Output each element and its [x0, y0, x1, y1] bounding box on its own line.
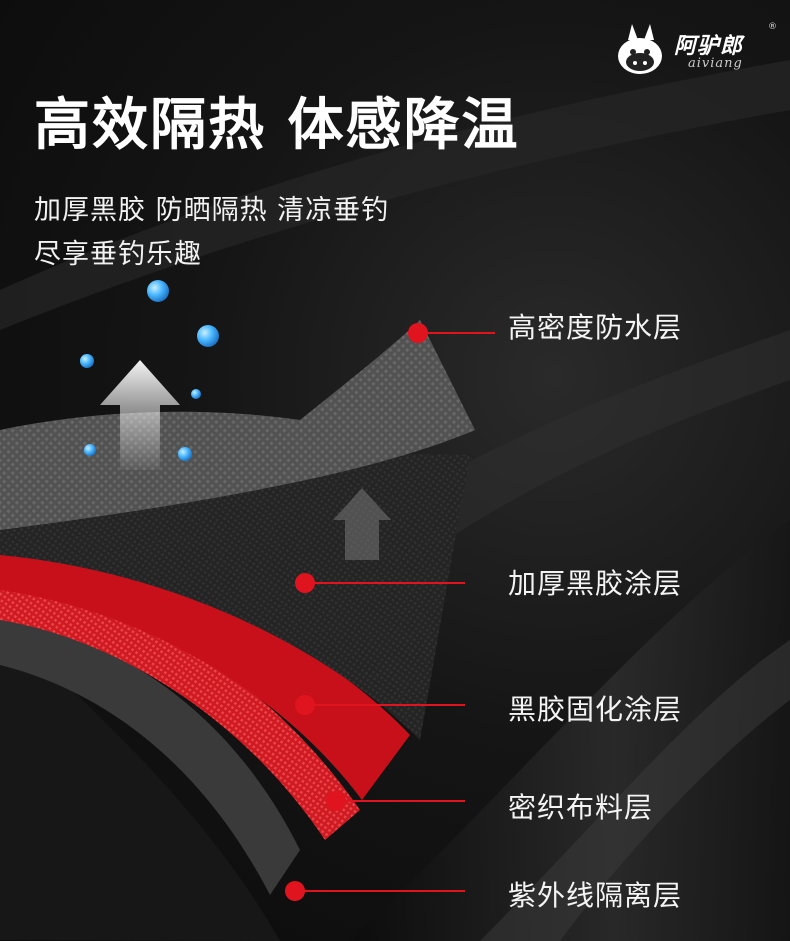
callout-thick-coating: [295, 573, 465, 593]
layer-label-waterproof: 高密度防水层: [508, 311, 683, 344]
callout-fabric: [326, 791, 465, 811]
layer-label-fabric: 密织布料层: [508, 791, 654, 824]
brand-name-cn: 阿驴郎: [674, 34, 744, 59]
donkey-mascot-icon: [618, 24, 662, 74]
brand-name-en: aiviang: [688, 56, 743, 71]
subtitle-line-1: 加厚黑胶 防晒隔热 清凉垂钓: [34, 195, 390, 226]
headline: 高效隔热 体感降温: [34, 93, 520, 158]
layer-label-cured-coating: 黑胶固化涂层: [508, 693, 683, 726]
registered-mark: ®: [768, 22, 777, 32]
callout-uv-isolation: [285, 881, 465, 901]
subtitle-line-2: 尽享垂钓乐趣: [34, 239, 202, 270]
callout-cured-coating: [295, 695, 465, 715]
callout-waterproof: [408, 323, 495, 343]
layer-label-thick-coating: 加厚黑胶涂层: [508, 567, 683, 600]
layer-label-uv-isolation: 紫外线隔离层: [508, 879, 683, 912]
brand-logo: 阿驴郎 ® aiviang: [610, 18, 780, 88]
